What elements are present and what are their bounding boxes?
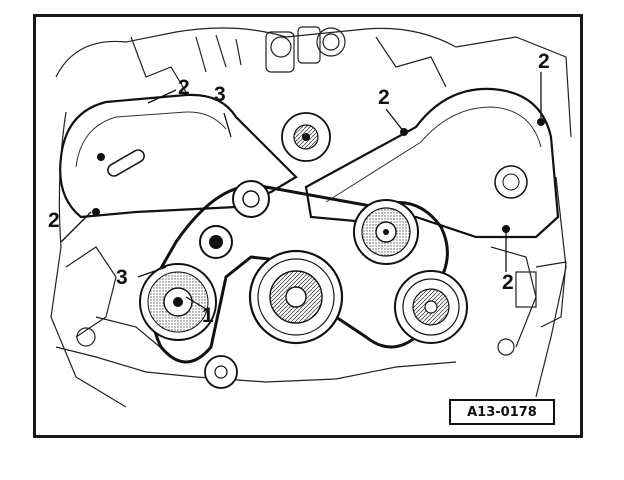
callout-2-top-middle: 2: [378, 86, 390, 109]
diagram-frame: 2 3 2 2 2 3 1 2 A13-0178: [33, 14, 583, 438]
callout-2-left: 2: [48, 209, 60, 232]
callout-1-tensioner: 1: [202, 304, 214, 327]
callout-2-top-right: 2: [538, 50, 550, 73]
engine-belt-drive-illustration: [50, 26, 572, 408]
idler-pulley-upper: [232, 180, 270, 218]
leader-lines: [60, 72, 542, 310]
belt-tensioner: [199, 225, 233, 259]
callout-3-left: 3: [116, 266, 128, 289]
alternator-pulley: [353, 199, 419, 265]
timing-cover-right: [304, 87, 560, 239]
figure-reference-code: A13-0178: [449, 399, 555, 425]
water-pump: [281, 112, 331, 162]
ac-compressor-pulley: [394, 270, 468, 344]
power-steering-pulley: [139, 263, 217, 341]
callout-3-top: 3: [214, 83, 226, 106]
callout-2-right: 2: [502, 271, 514, 294]
callout-2-top-left: 2: [178, 76, 190, 99]
crankshaft-pulley: [248, 249, 344, 345]
idler-pulley-lower: [204, 355, 238, 389]
